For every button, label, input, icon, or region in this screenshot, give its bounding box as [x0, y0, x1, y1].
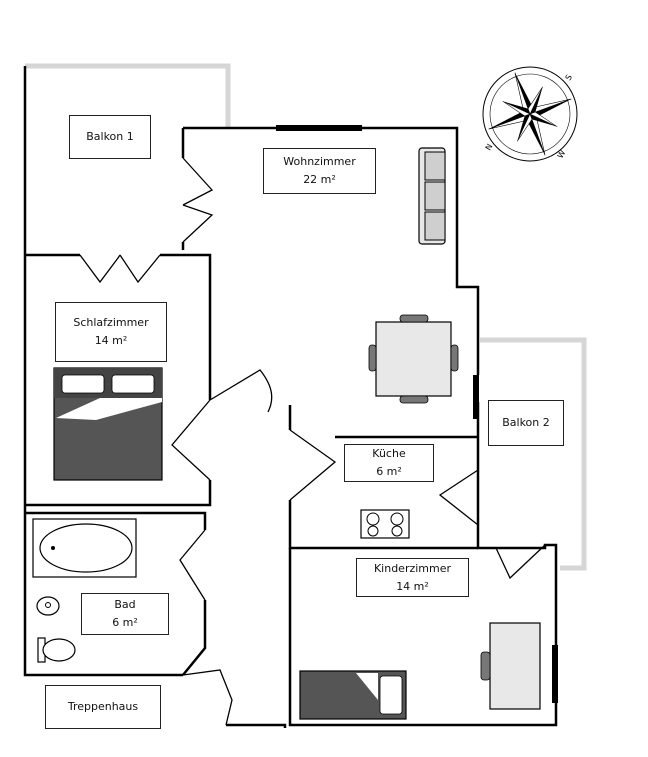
desk — [480, 622, 541, 710]
label-bad: Bad 6 m² — [81, 593, 169, 635]
label-kinderzimmer: Kinderzimmer 14 m² — [356, 558, 469, 597]
double-bed — [53, 367, 163, 481]
room-name: Küche — [372, 447, 406, 460]
room-name: Bad — [114, 598, 136, 611]
room-area: 6 m² — [376, 465, 402, 478]
label-schlafzimmer: Schlafzimmer 14 m² — [55, 302, 167, 362]
room-area: 22 m² — [303, 173, 336, 186]
single-bed — [299, 670, 407, 720]
sink — [36, 596, 60, 616]
label-balkon-2: Balkon 2 — [488, 400, 564, 446]
room-name: Kinderzimmer — [373, 561, 452, 575]
room-area: 14 m² — [94, 334, 128, 347]
doors — [79, 157, 546, 726]
dining-table — [368, 314, 459, 404]
room-name: Balkon 2 — [502, 416, 550, 429]
label-kueche: Küche 6 m² — [344, 444, 434, 482]
label-wohnzimmer: Wohnzimmer 22 m² — [263, 148, 376, 194]
bathtub — [32, 518, 137, 578]
room-name: Schlafzimmer — [73, 316, 149, 329]
windows — [276, 125, 558, 703]
room-name: Wohnzimmer — [283, 155, 356, 168]
compass-label-s: S — [564, 73, 574, 82]
label-treppenhaus: Treppenhaus — [45, 685, 161, 729]
room-area: 6 m² — [112, 616, 138, 629]
stove — [360, 509, 410, 539]
toilet — [37, 637, 76, 663]
compass-rose: N S W — [482, 66, 578, 162]
label-balkon-1: Balkon 1 — [69, 115, 151, 159]
room-area: 14 m² — [396, 579, 429, 593]
room-name: Treppenhaus — [67, 700, 139, 713]
balcony-outlines — [25, 63, 587, 571]
compass-label-w: W — [556, 149, 568, 160]
room-name: Balkon 1 — [86, 130, 134, 143]
compass-label-n: N — [484, 142, 495, 152]
walls — [23, 66, 558, 728]
sofa — [418, 147, 446, 245]
